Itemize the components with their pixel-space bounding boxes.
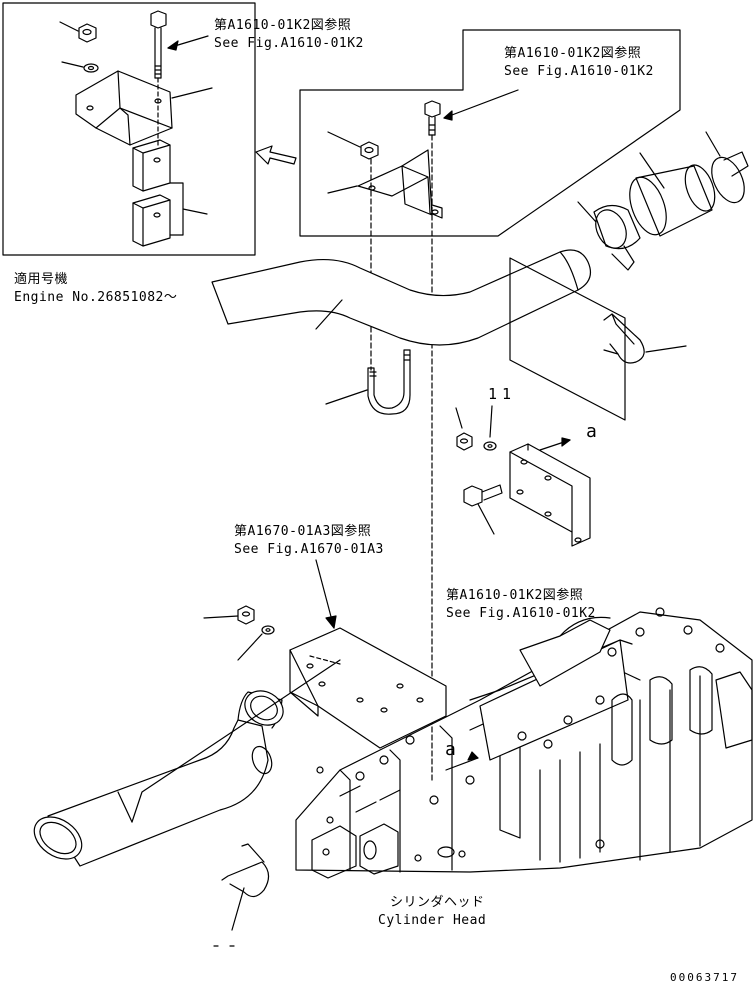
inset-left-nut: [59, 21, 97, 43]
upper-u-bolt-right: [603, 313, 687, 364]
ref-middle-en: See Fig.A1670-01A3: [234, 542, 384, 557]
transfer-arrow: [255, 145, 297, 165]
view-a-lower: a: [445, 739, 457, 760]
upper-clamp-2: [705, 131, 749, 204]
upper-hose: [629, 152, 716, 237]
ref-top-right-en: See Fig.A1610-01K2: [504, 64, 654, 79]
upper-pipe: [211, 249, 591, 346]
inset-left-blocks: [132, 77, 208, 247]
lower-washer: [237, 625, 275, 661]
callout-11: 11: [488, 385, 517, 403]
engine-label-jp: 適用号機: [14, 272, 69, 287]
lower-bracket: [289, 559, 447, 749]
ref-top-left-en: See Fig.A1610-01K2: [214, 36, 364, 51]
inset-left-bracket: [75, 70, 213, 146]
ref-lower-jp: 第A1610-01K2図参照: [446, 588, 584, 603]
inset-right-bracket: [327, 149, 443, 219]
ref-top-right-jp: 第A1610-01K2図参照: [504, 46, 642, 61]
inset-right-bolt: [424, 89, 519, 136]
cylinder-head-jp: シリンダヘッド: [390, 895, 485, 910]
inset-left-bolt: [150, 10, 209, 79]
inset-right-nut: [327, 131, 379, 160]
engine-label-en: Engine No.26851082～: [14, 290, 178, 305]
view-box-upper: [509, 257, 626, 421]
lower-u-bolt: [221, 843, 270, 931]
lower-nut: [203, 605, 255, 625]
ref-middle-jp: 第A1670-01A3図参照: [234, 524, 372, 539]
ref-top-left-jp: 第A1610-01K2図参照: [214, 18, 352, 33]
upper-u-bolt-left: [325, 349, 411, 415]
upper-clamp-1: [577, 201, 641, 271]
inset-box-right: [299, 29, 681, 237]
inset-left-washer: [61, 61, 99, 73]
nut-11: [455, 407, 473, 451]
drawing-number: 00063717: [670, 971, 739, 984]
ref-lower-en: See Fig.A1610-01K2: [446, 606, 596, 621]
cylinder-head-en: Cylinder Head: [378, 913, 487, 928]
inset-box-left: [2, 2, 256, 256]
small-bolt: [463, 484, 503, 535]
view-a-upper: a: [586, 421, 598, 442]
washer-11: [483, 405, 497, 451]
cylinder-head: [295, 607, 753, 879]
small-bracket: [509, 437, 591, 547]
lower-pipe: [33, 659, 341, 867]
